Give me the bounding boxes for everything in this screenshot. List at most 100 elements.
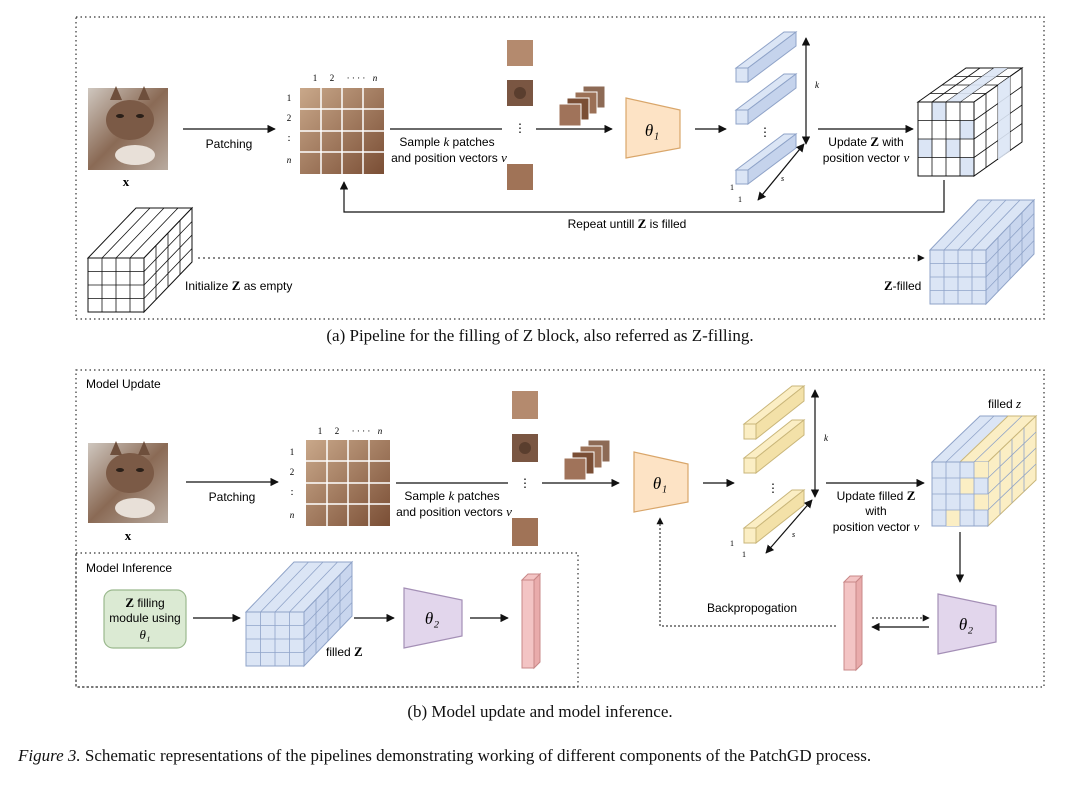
grid-row-dots-b: : bbox=[290, 486, 293, 498]
sample-b-line2: and position vectors bbox=[396, 505, 506, 519]
grid-row-1-a: 1 bbox=[287, 93, 292, 103]
sample-b-v: v bbox=[506, 504, 512, 519]
s-axis-a bbox=[757, 143, 805, 201]
update-b-line3: position vector bbox=[833, 520, 914, 534]
zmodule-line2: module using bbox=[109, 611, 180, 625]
patch-stack-a bbox=[558, 85, 606, 127]
update-a-v: v bbox=[903, 150, 909, 165]
sample-a-k: k bbox=[443, 134, 449, 149]
vectors-dots-a: ⋮ bbox=[759, 125, 771, 139]
grid-row-1-b: 1 bbox=[290, 447, 295, 457]
one-a-1: 1 bbox=[730, 183, 734, 192]
init-a-pre: Initialize bbox=[185, 279, 232, 293]
sample-a-v: v bbox=[501, 150, 507, 165]
sampled-patches-b: ⋮ bbox=[512, 391, 538, 546]
zmodule-line1: Z filling bbox=[125, 595, 164, 610]
grid-col-n-b: n bbox=[378, 426, 383, 436]
init-text-a: Initialize Z as empty bbox=[185, 278, 292, 293]
update-b-Z: Z bbox=[907, 488, 916, 503]
filled-z-label-b: filled z bbox=[988, 396, 1021, 411]
model-update-label: Model Update bbox=[86, 377, 161, 391]
grid-col-2-b: 2 bbox=[335, 426, 340, 436]
sample-b-post: patches bbox=[454, 489, 499, 503]
sample-text-a-line2: and position vectors v bbox=[391, 150, 507, 165]
filledZ-Z: Z bbox=[354, 644, 363, 659]
backprop-arrow bbox=[656, 517, 836, 627]
z-cube-empty-a bbox=[86, 206, 194, 314]
sample-text-a-line1: Sample k patches bbox=[399, 134, 494, 149]
patching-label-a: Patching bbox=[206, 137, 253, 151]
update-a-pre: Update bbox=[828, 135, 870, 149]
theta2-head-inference bbox=[403, 587, 463, 649]
x-label-b: x bbox=[125, 528, 132, 543]
init-a-Z: Z bbox=[232, 278, 241, 293]
grid-col-dots-a: · · · · bbox=[347, 73, 366, 83]
sample-b-pre: Sample bbox=[404, 489, 448, 503]
patch-grid-b bbox=[306, 440, 390, 526]
k-label-b: k bbox=[824, 433, 829, 443]
update-text-b-line1: Update filled Z bbox=[837, 488, 916, 503]
sampled-patches-a: ⋮ bbox=[507, 40, 533, 190]
figure-caption-label: Figure 3. bbox=[18, 746, 81, 765]
sample-a-pre: Sample bbox=[399, 135, 443, 149]
grid-row-n-a: n bbox=[287, 155, 292, 165]
repeat-loop-arrow-a bbox=[339, 180, 945, 213]
init-a-post: as empty bbox=[240, 279, 292, 293]
update-text-b-line3: position vector v bbox=[833, 519, 920, 534]
grid-col-dots-b: · · · · bbox=[352, 426, 371, 436]
svg-text:⋮: ⋮ bbox=[514, 121, 526, 135]
theta2-label-update: θ₂ bbox=[959, 615, 973, 634]
zfilled-label-a: Z-filled bbox=[884, 278, 921, 293]
update-text-a-line2: position vector v bbox=[823, 150, 910, 165]
svg-text:⋮: ⋮ bbox=[519, 476, 531, 490]
filled-z-var: z bbox=[1015, 396, 1021, 411]
one-a-2: 1 bbox=[738, 195, 742, 204]
sample-a-line2: and position vectors bbox=[391, 151, 501, 165]
z-cube-filled-b bbox=[930, 414, 1038, 528]
vectors-dots-b: ⋮ bbox=[767, 481, 779, 495]
repeat-a-pre: Repeat untill bbox=[568, 217, 638, 231]
theta1-label-a: θ₁ bbox=[645, 121, 659, 140]
theta2-label-inference: θ₂ bbox=[425, 609, 439, 628]
figure-caption-text: Schematic representations of the pipelin… bbox=[80, 746, 872, 765]
backprop-label: Backpropogation bbox=[707, 601, 797, 615]
caption-panel-b: (b) Model update and model inference. bbox=[407, 702, 673, 721]
sample-text-b-line2: and position vectors v bbox=[396, 504, 512, 519]
z-cube-filled-inference bbox=[244, 560, 354, 668]
one-b-2: 1 bbox=[742, 550, 746, 559]
figure-caption: Figure 3. Schematic representations of t… bbox=[18, 746, 1068, 766]
update-text-b-line2: with bbox=[864, 504, 886, 518]
output-bar-inference bbox=[520, 572, 542, 670]
cat-image-b bbox=[88, 441, 168, 523]
s-label-a: s bbox=[781, 174, 784, 183]
panel-a-border bbox=[75, 16, 1045, 320]
patch-stack-b bbox=[563, 439, 611, 481]
zmodule-Z: Z bbox=[125, 595, 134, 610]
output-bar-update bbox=[842, 574, 864, 672]
update-a-line2: position vector bbox=[823, 151, 904, 165]
grid-row-2-b: 2 bbox=[290, 467, 295, 477]
sample-b-k: k bbox=[448, 488, 454, 503]
grid-col-2-a: 2 bbox=[330, 73, 335, 83]
theta2-head-update bbox=[937, 593, 997, 655]
z-cube-filled-a bbox=[928, 198, 1036, 306]
grid-col-n-a: n bbox=[373, 73, 378, 83]
zfilled-a-Z: Z bbox=[884, 278, 893, 293]
k-label-a: k bbox=[815, 80, 820, 90]
feature-vectors-a bbox=[734, 31, 798, 185]
zmodule-post: filling bbox=[134, 596, 165, 610]
update-b-v: v bbox=[913, 519, 919, 534]
sample-a-post: patches bbox=[449, 135, 494, 149]
model-inference-border bbox=[75, 552, 579, 688]
caption-panel-a: (a) Pipeline for the filling of Z block,… bbox=[326, 326, 754, 345]
grid-col-1-b: 1 bbox=[318, 426, 323, 436]
theta1-label-b: θ₁ bbox=[653, 474, 667, 493]
model-inference-label: Model Inference bbox=[86, 561, 172, 575]
z-cube-partial-a bbox=[916, 67, 1024, 177]
update-b-pre: Update filled bbox=[837, 489, 907, 503]
grid-col-1-a: 1 bbox=[313, 73, 318, 83]
one-b-1: 1 bbox=[730, 539, 734, 548]
filled-z-pre: filled bbox=[988, 397, 1016, 411]
update-a-Z: Z bbox=[870, 134, 879, 149]
